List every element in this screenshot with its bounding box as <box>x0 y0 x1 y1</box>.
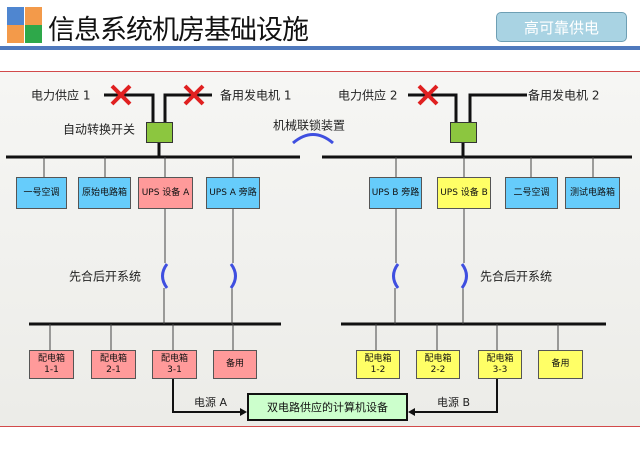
label-power2: 电力供应 2 <box>338 88 398 103</box>
box-pdu-1-1: 配电箱 1-1 <box>29 350 74 379</box>
box-pdu-2-2: 配电箱 2-2 <box>416 350 460 379</box>
ats-switch-left <box>146 122 173 143</box>
box-ac-1: 一号空调 <box>16 177 67 209</box>
label-power1: 电力供应 1 <box>31 88 91 103</box>
label-gen1: 备用发电机 1 <box>220 88 292 103</box>
box-ups-a: UPS 设备 A <box>138 177 193 209</box>
page-title: 信息系统机房基础设施 <box>48 15 309 46</box>
box-spare-b: 备用 <box>538 350 583 379</box>
box-pdu-3-3: 配电箱 3-3 <box>478 350 522 379</box>
interlock-arcs <box>161 133 468 289</box>
section-badge[interactable]: 高可靠供电 <box>496 12 627 42</box>
box-ac-2: 二号空调 <box>505 177 558 209</box>
label-feed-b: 电源 B <box>437 396 471 409</box>
label-interlock: 机械联锁装置 <box>273 118 346 133</box>
box-test-circuit: 测试电路箱 <box>565 177 620 209</box>
x-marks <box>110 84 439 106</box>
box-pdu-2-1: 配电箱 2-1 <box>91 350 136 379</box>
box-pdu-1-2: 配电箱 1-2 <box>356 350 400 379</box>
label-ats: 自动转换开关 <box>63 122 136 137</box>
label-feed-a: 电源 A <box>194 396 228 409</box>
label-gen2: 备用发电机 2 <box>528 88 600 103</box>
header-divider <box>0 46 640 50</box>
box-original-circuit: 原始电路箱 <box>78 177 131 209</box>
label-mbb-right: 先合后开系统 <box>480 269 553 284</box>
box-ups-a-bypass: UPS A 旁路 <box>206 177 260 209</box>
box-ups-b-bypass: UPS B 旁路 <box>369 177 422 209</box>
box-pdu-3-1: 配电箱 3-1 <box>152 350 197 379</box>
dual-feed-computer-box: 双电路供应的计算机设备 <box>247 393 408 421</box>
label-mbb-left: 先合后开系统 <box>69 269 142 284</box>
box-spare-a: 备用 <box>213 350 257 379</box>
box-ups-b: UPS 设备 B <box>437 177 491 209</box>
ats-switch-right <box>450 122 477 143</box>
logo <box>7 7 42 43</box>
